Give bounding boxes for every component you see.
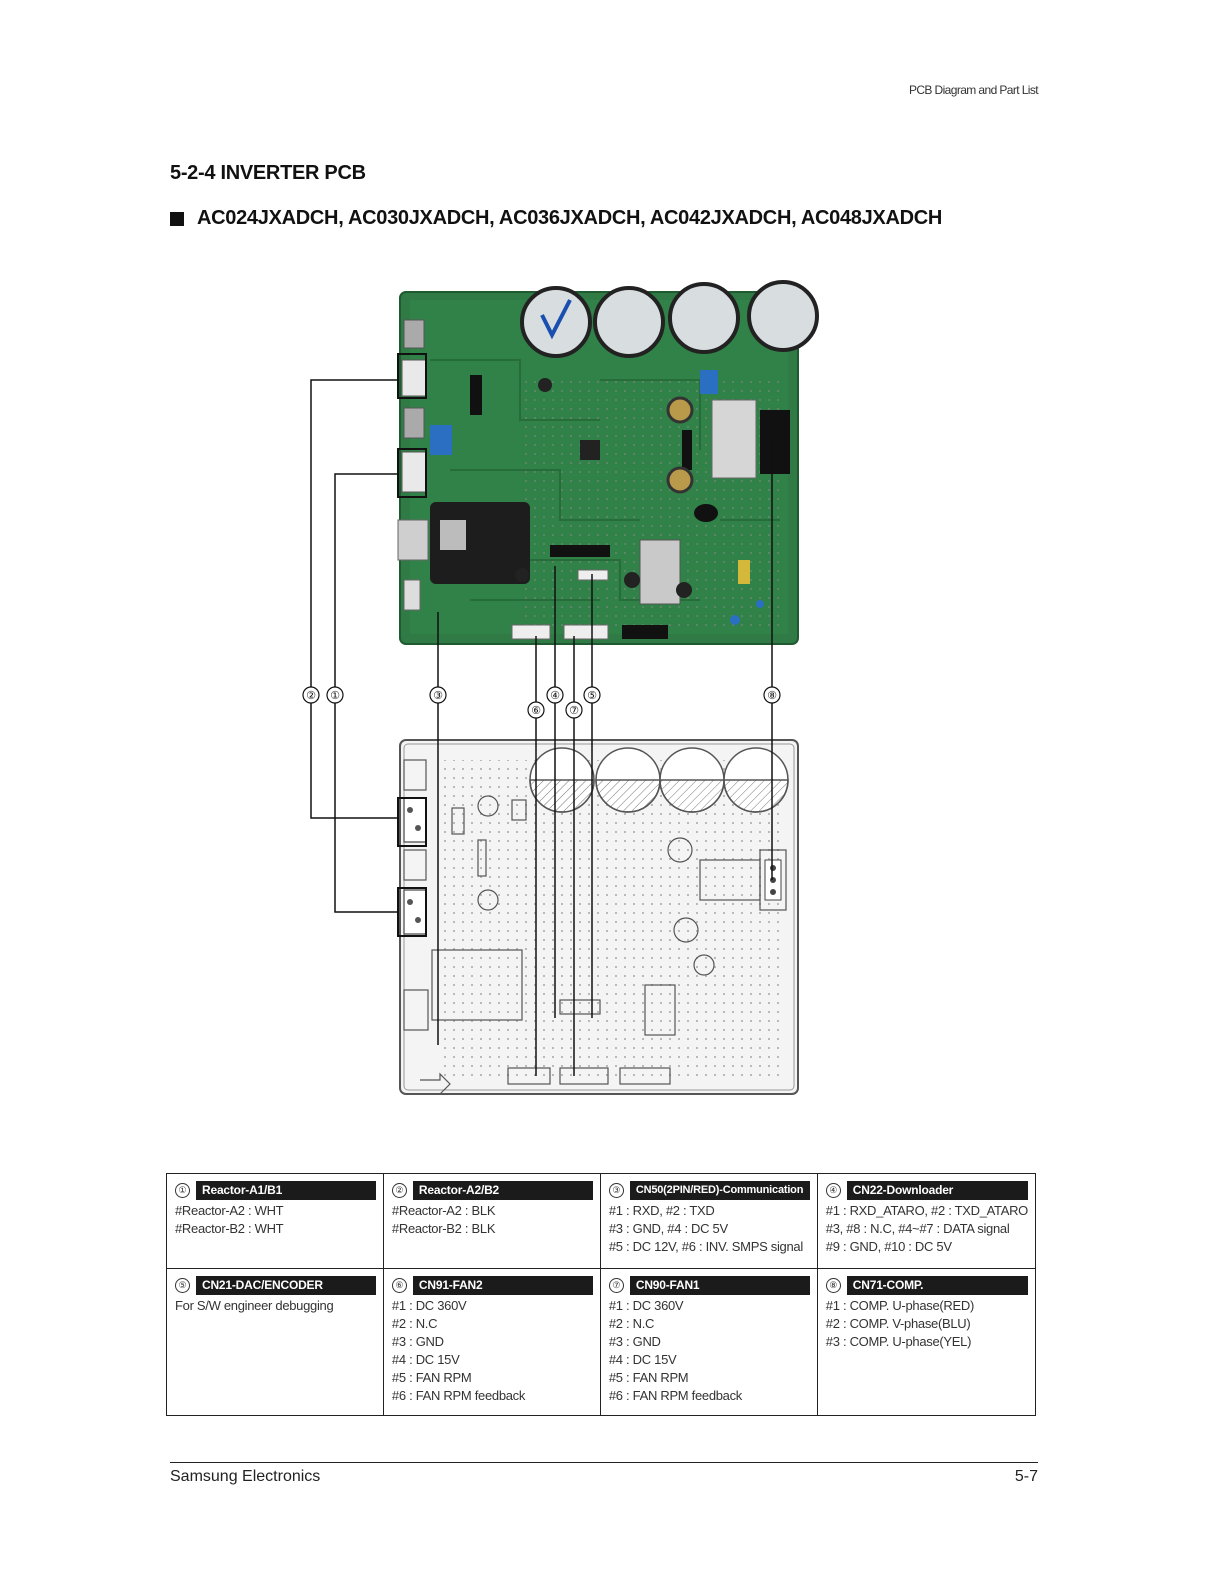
part-line: #1 : RXD, #2 : TXD <box>608 1203 715 1218</box>
callout-label-6: ⑥ <box>531 704 541 717</box>
model-list-text: AC024JXADCH, AC030JXADCH, AC036JXADCH, A… <box>197 207 943 229</box>
part-line: #3, #8 : N.C, #4~#7 : DATA signal <box>825 1221 1010 1236</box>
callout-label-4: ④ <box>550 689 560 702</box>
part-line: #1 : RXD_ATARO, #2 : TXD_ATARO <box>825 1203 1029 1218</box>
callout-2 <box>302 686 320 704</box>
callout-3 <box>429 686 447 704</box>
pcb-diagram: ② ① ③ ⑥ ④ ⑦ ⑤ ⑧ <box>302 280 819 1095</box>
part-cell: ⑧ CN71-COMP. #1 : COMP. U-phase(RED) #2 :… <box>818 1269 1035 1415</box>
part-number: ① <box>175 1183 190 1198</box>
square-bullet-icon <box>170 211 184 226</box>
part-line: #2 : N.C <box>391 1316 438 1331</box>
callout-label-3: ③ <box>433 689 443 702</box>
part-name: CN91-FAN2 <box>412 1276 593 1295</box>
capacitor-bank <box>520 280 819 358</box>
running-title: PCB Diagram and Part List <box>908 83 1039 97</box>
part-line: #6 : FAN RPM feedback <box>391 1388 526 1403</box>
part-line: #3 : GND <box>391 1334 444 1349</box>
callout-label-7: ⑦ <box>569 704 579 717</box>
part-line: #5 : DC 12V, #6 : INV. SMPS signal <box>608 1239 803 1254</box>
callout-5 <box>583 686 601 704</box>
part-line: #5 : FAN RPM <box>391 1370 472 1385</box>
part-line: #2 : COMP. V-phase(BLU) <box>825 1316 971 1331</box>
part-line: #9 : GND, #10 : DC 5V <box>825 1239 952 1254</box>
footer-divider <box>170 1462 1038 1463</box>
part-line: #5 : FAN RPM <box>608 1370 689 1385</box>
part-cell: ① Reactor-A1/B1 #Reactor-A2 : WHT #Reacto… <box>167 1174 384 1269</box>
part-name: Reactor-A2/B2 <box>412 1181 593 1200</box>
part-line: For S/W engineer debugging <box>175 1298 334 1313</box>
part-number: ② <box>391 1183 407 1198</box>
part-line: #6 : FAN RPM feedback <box>608 1388 743 1403</box>
callout-8 <box>763 686 781 704</box>
callout-label-8: ⑧ <box>767 689 777 702</box>
part-line: #Reactor-B2 : BLK <box>391 1221 496 1236</box>
part-cell: ⑥ CN91-FAN2 #1 : DC 360V #2 : N.C #3 : GN… <box>384 1269 601 1415</box>
part-line: #Reactor-A2 : BLK <box>391 1203 496 1218</box>
part-name: CN71-COMP. <box>846 1276 1028 1295</box>
pcb-silkscreen <box>397 739 799 1095</box>
model-list: AC024JXADCH, AC030JXADCH, AC036JXADCH, A… <box>170 207 942 230</box>
parts-table: ① Reactor-A1/B1 #Reactor-A2 : WHT #Reacto… <box>166 1173 1036 1416</box>
part-number: ⑧ <box>825 1278 841 1293</box>
part-line: #3 : COMP. U-phase(YEL) <box>825 1334 972 1349</box>
part-line: #2 : N.C <box>608 1316 655 1331</box>
part-line: #1 : COMP. U-phase(RED) <box>825 1298 974 1313</box>
part-name: Reactor-A1/B1 <box>196 1181 376 1200</box>
callout-6 <box>527 701 545 719</box>
part-name: CN90-FAN1 <box>629 1276 810 1295</box>
part-name: CN21-DAC/ENCODER <box>196 1276 376 1295</box>
part-line: #1 : DC 360V <box>391 1298 467 1313</box>
part-line: #4 : DC 15V <box>608 1352 677 1367</box>
callout-7 <box>565 701 583 719</box>
part-number: ⑦ <box>608 1278 624 1293</box>
part-line: #4 : DC 15V <box>391 1352 460 1367</box>
part-line: #Reactor-B2 : WHT <box>175 1221 284 1236</box>
part-cell: ⑦ CN90-FAN1 #1 : DC 360V #2 : N.C #3 : GN… <box>601 1269 818 1415</box>
part-cell: ③ CN50(2PIN/RED)-Communication #1 : RXD, … <box>600 1174 818 1269</box>
callout-label-2: ② <box>306 689 316 702</box>
callout-label-5: ⑤ <box>587 689 597 702</box>
footer-company: Samsung Electronics <box>170 1468 321 1485</box>
section-title: 5-2-4 INVERTER PCB <box>170 162 366 184</box>
part-number: ④ <box>825 1183 841 1198</box>
part-number: ③ <box>608 1183 624 1198</box>
part-line: #3 : GND, #4 : DC 5V <box>608 1221 728 1236</box>
part-name: CN22-Downloader <box>846 1181 1028 1200</box>
part-cell: ② Reactor-A2/B2 #Reactor-A2 : BLK #Reacto… <box>383 1174 601 1269</box>
page-number: 5-7 <box>1014 1468 1038 1485</box>
pcb-photo <box>397 280 819 645</box>
part-line: #1 : DC 360V <box>608 1298 684 1313</box>
part-cell: ⑤ CN21-DAC/ENCODER For S/W engineer debug… <box>167 1269 384 1415</box>
callout-label-1: ① <box>330 689 340 702</box>
callout-4 <box>546 686 564 704</box>
part-name: CN50(2PIN/RED)-Communication <box>629 1181 810 1200</box>
part-line: #3 : GND <box>608 1334 661 1349</box>
callout-1 <box>326 686 344 704</box>
part-cell: ④ CN22-Downloader #1 : RXD_ATARO, #2 : TX… <box>817 1174 1035 1269</box>
part-number: ⑥ <box>391 1278 407 1293</box>
part-number: ⑤ <box>175 1278 190 1293</box>
part-line: #Reactor-A2 : WHT <box>175 1203 284 1218</box>
